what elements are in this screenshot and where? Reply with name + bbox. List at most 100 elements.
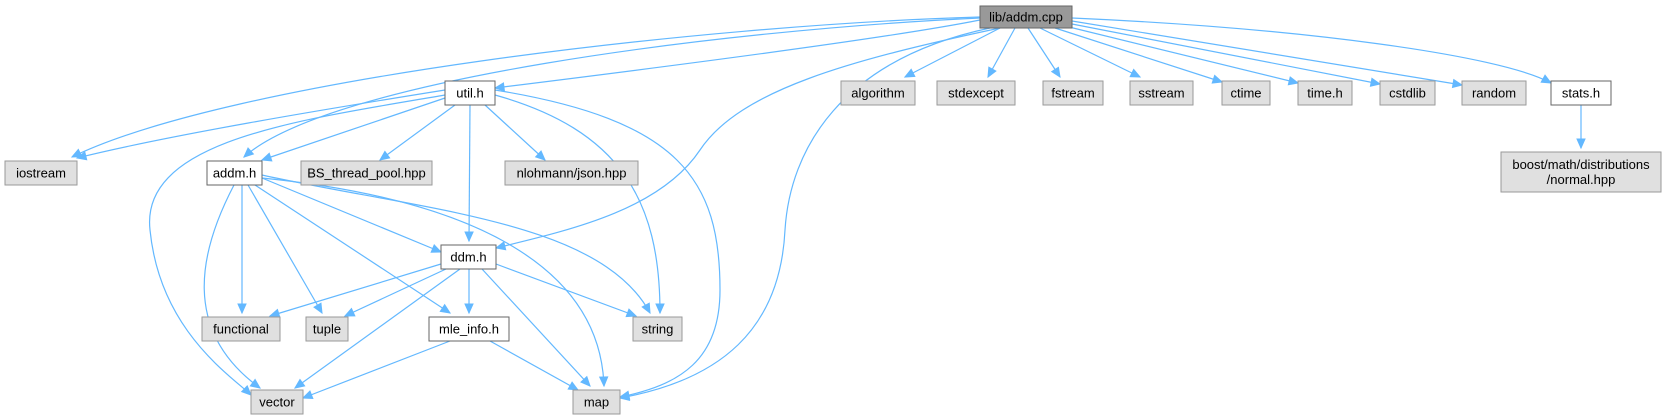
node-label: functional	[213, 322, 269, 337]
node-map: map	[572, 389, 621, 415]
edge-line	[1027, 27, 1061, 78]
edge-addm_cpp-to-iostream	[70, 16, 981, 158]
node-box	[1221, 80, 1271, 106]
node-util-h[interactable]: util.h	[444, 80, 496, 106]
edge-line	[149, 94, 446, 396]
node-label: addm.h	[213, 166, 256, 181]
node-label: vector	[259, 395, 295, 410]
edge-line	[619, 27, 991, 399]
edge-util_h-to-nlohmann_json	[484, 104, 546, 161]
node-time-h: time.h	[1297, 80, 1353, 106]
edge-line	[1039, 27, 1141, 78]
edge-arrowhead	[343, 307, 356, 317]
edge-line	[494, 89, 721, 398]
edge-line	[489, 340, 579, 391]
edge-ddm_h-to-vector	[294, 268, 461, 389]
node-ctime: ctime	[1221, 80, 1271, 106]
node-addm-h[interactable]: addm.h	[206, 160, 263, 186]
node-label: tuple	[313, 322, 341, 337]
edge-arrowhead	[464, 231, 474, 243]
edge-addm_cpp-to-random	[1071, 20, 1464, 89]
node-label: ctime	[1230, 86, 1261, 101]
edge-line	[484, 104, 546, 161]
edge-arrowhead	[1287, 76, 1300, 86]
edge-line	[243, 17, 981, 158]
node-tuple: tuple	[305, 316, 349, 342]
edge-util_h-to-map	[494, 89, 721, 400]
edge-arrowhead	[598, 376, 609, 388]
edge-arrowhead	[534, 150, 546, 161]
edge-arrowhead	[1129, 68, 1142, 78]
edge-line	[261, 177, 605, 387]
edge-arrowhead	[430, 243, 443, 253]
edge-line	[247, 184, 323, 314]
node-box	[1042, 80, 1104, 106]
node-iostream: iostream	[4, 160, 78, 186]
node-fstream: fstream	[1042, 80, 1104, 106]
node-addm-cpp[interactable]: lib/addm.cpp	[979, 5, 1073, 29]
edge-addm_h-to-vector	[203, 184, 261, 389]
node-label: iostream	[16, 166, 66, 181]
node-box	[428, 316, 510, 342]
edge-arrowhead	[987, 66, 997, 79]
edge-line	[344, 268, 447, 317]
edge-stats_h-to-boost_normal	[1576, 105, 1586, 150]
edge-addm_cpp-to-time_h	[1064, 25, 1300, 86]
node-box	[572, 389, 621, 415]
node-vector: vector	[250, 389, 304, 415]
edge-line	[261, 97, 446, 161]
node-box	[1500, 151, 1662, 193]
edge-line	[1054, 27, 1223, 83]
edge-line	[76, 89, 446, 159]
node-ddm-h[interactable]: ddm.h	[440, 244, 497, 270]
node-box	[504, 160, 639, 186]
node-mle-info-h[interactable]: mle_info.h	[428, 316, 510, 342]
node-box	[1129, 80, 1194, 106]
edge-line	[1071, 23, 1381, 85]
node-box	[936, 80, 1016, 106]
edge-addm_cpp-to-addm_h	[243, 17, 981, 158]
node-random: random	[1461, 80, 1527, 106]
edge-line	[294, 268, 461, 389]
node-box	[632, 316, 683, 342]
edge-arrowhead	[655, 303, 665, 315]
edge-arrowhead	[379, 150, 391, 161]
edge-arrowhead	[494, 241, 507, 251]
node-label: random	[1472, 86, 1516, 101]
edge-addm_h-to-map	[261, 177, 609, 388]
node-box	[1550, 80, 1612, 106]
edge-arrowhead	[237, 303, 247, 315]
node-box	[1379, 80, 1436, 106]
edge-util_h-to-vector	[149, 94, 446, 396]
edge-line	[1071, 17, 1552, 84]
edge-ddm_h-to-map	[481, 268, 591, 387]
edge-line	[495, 27, 1001, 249]
node-box	[444, 80, 496, 106]
edge-arrowhead	[493, 82, 506, 92]
edge-arrowhead	[1451, 78, 1464, 89]
node-sstream: sstream	[1129, 80, 1194, 106]
edge-line	[269, 263, 442, 317]
edge-line	[468, 104, 471, 242]
edge-line	[261, 174, 651, 314]
edge-arrowhead	[1369, 77, 1382, 87]
node-stats-h[interactable]: stats.h	[1550, 80, 1612, 106]
node-stdexcept: stdexcept	[936, 80, 1016, 106]
edge-addm_h-to-functional	[237, 185, 247, 315]
node-algorithm: algorithm	[840, 80, 916, 106]
edge-arrowhead	[268, 308, 281, 318]
edge-arrowhead	[464, 303, 474, 315]
node-label: nlohmann/json.hpp	[517, 166, 627, 181]
edge-addm_cpp-to-util_h	[493, 19, 981, 92]
node-box	[300, 160, 433, 186]
node-box	[201, 316, 281, 342]
node-box	[250, 389, 304, 415]
node-nlohmann-json: nlohmann/json.hpp	[504, 160, 639, 186]
edge-ddm_h-to-string	[495, 263, 638, 318]
edge-arrowhead	[580, 375, 591, 387]
edge-arrowhead	[75, 151, 88, 161]
node-label: lib/addm.cpp	[989, 10, 1063, 25]
edge-arrowhead	[243, 147, 255, 158]
edge-arrowhead	[301, 390, 314, 400]
edge-arrowhead	[249, 378, 261, 389]
